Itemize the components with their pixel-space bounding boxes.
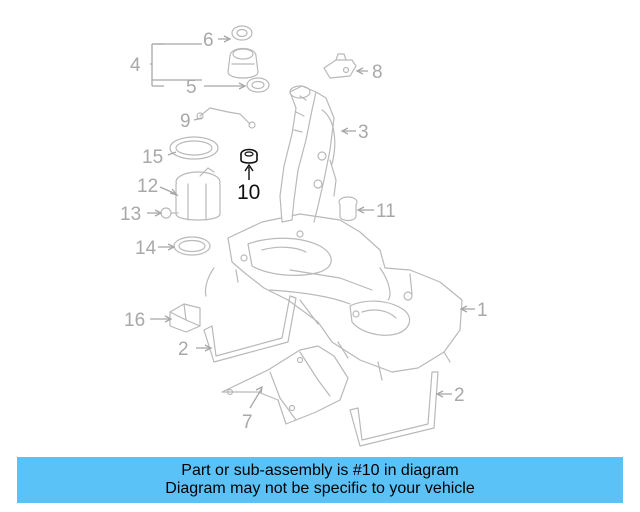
callout-6: 6 — [203, 30, 214, 51]
parts-diagram: 1 2 2 3 4 5 6 7 8 9 10 11 12 13 14 15 16 — [120, 25, 488, 447]
callout-9: 9 — [180, 111, 191, 132]
seal-part-5 — [246, 77, 270, 93]
callout-3: 3 — [358, 122, 369, 143]
leader-lines — [147, 35, 475, 409]
callout-8: 8 — [372, 62, 383, 83]
callout-4: 4 — [130, 55, 141, 76]
banner-line-part: Part or sub-assembly is #10 in diagram — [181, 462, 459, 479]
highlighted-part-10[interactable] — [240, 148, 258, 164]
lock-ring-part — [169, 136, 219, 160]
heat-shield-part — [221, 345, 349, 425]
fuel-pump-part — [175, 167, 221, 221]
cap-part — [338, 196, 358, 222]
leader-line-10 — [244, 163, 254, 180]
seal-part-6 — [231, 25, 253, 41]
info-banner: Part or sub-assembly is #10 in diagram D… — [17, 457, 623, 503]
valve-part-4 — [227, 47, 259, 79]
callout-1: 1 — [477, 300, 488, 321]
fuel-tank-part — [204, 213, 463, 381]
bracket-part — [323, 53, 357, 79]
hose-part — [196, 107, 256, 129]
callout-15: 15 — [142, 147, 163, 168]
tank-strap-right — [349, 371, 439, 447]
sensor-part — [169, 303, 201, 333]
callout-2-right: 2 — [454, 385, 465, 406]
callout-10[interactable]: 10 — [237, 181, 260, 204]
tank-strap-left — [203, 295, 297, 363]
callout-14: 14 — [135, 238, 157, 259]
callout-7: 7 — [242, 412, 253, 433]
gasket-part — [173, 236, 211, 256]
callout-16: 16 — [124, 310, 145, 331]
callout-12: 12 — [137, 176, 158, 197]
callout-5: 5 — [186, 77, 197, 98]
callout-13: 13 — [120, 204, 141, 225]
callout-11: 11 — [376, 201, 396, 222]
callout-2-left: 2 — [178, 339, 189, 360]
banner-line-disclaimer: Diagram may not be specific to your vehi… — [165, 480, 475, 497]
filler-neck-part — [279, 85, 337, 223]
